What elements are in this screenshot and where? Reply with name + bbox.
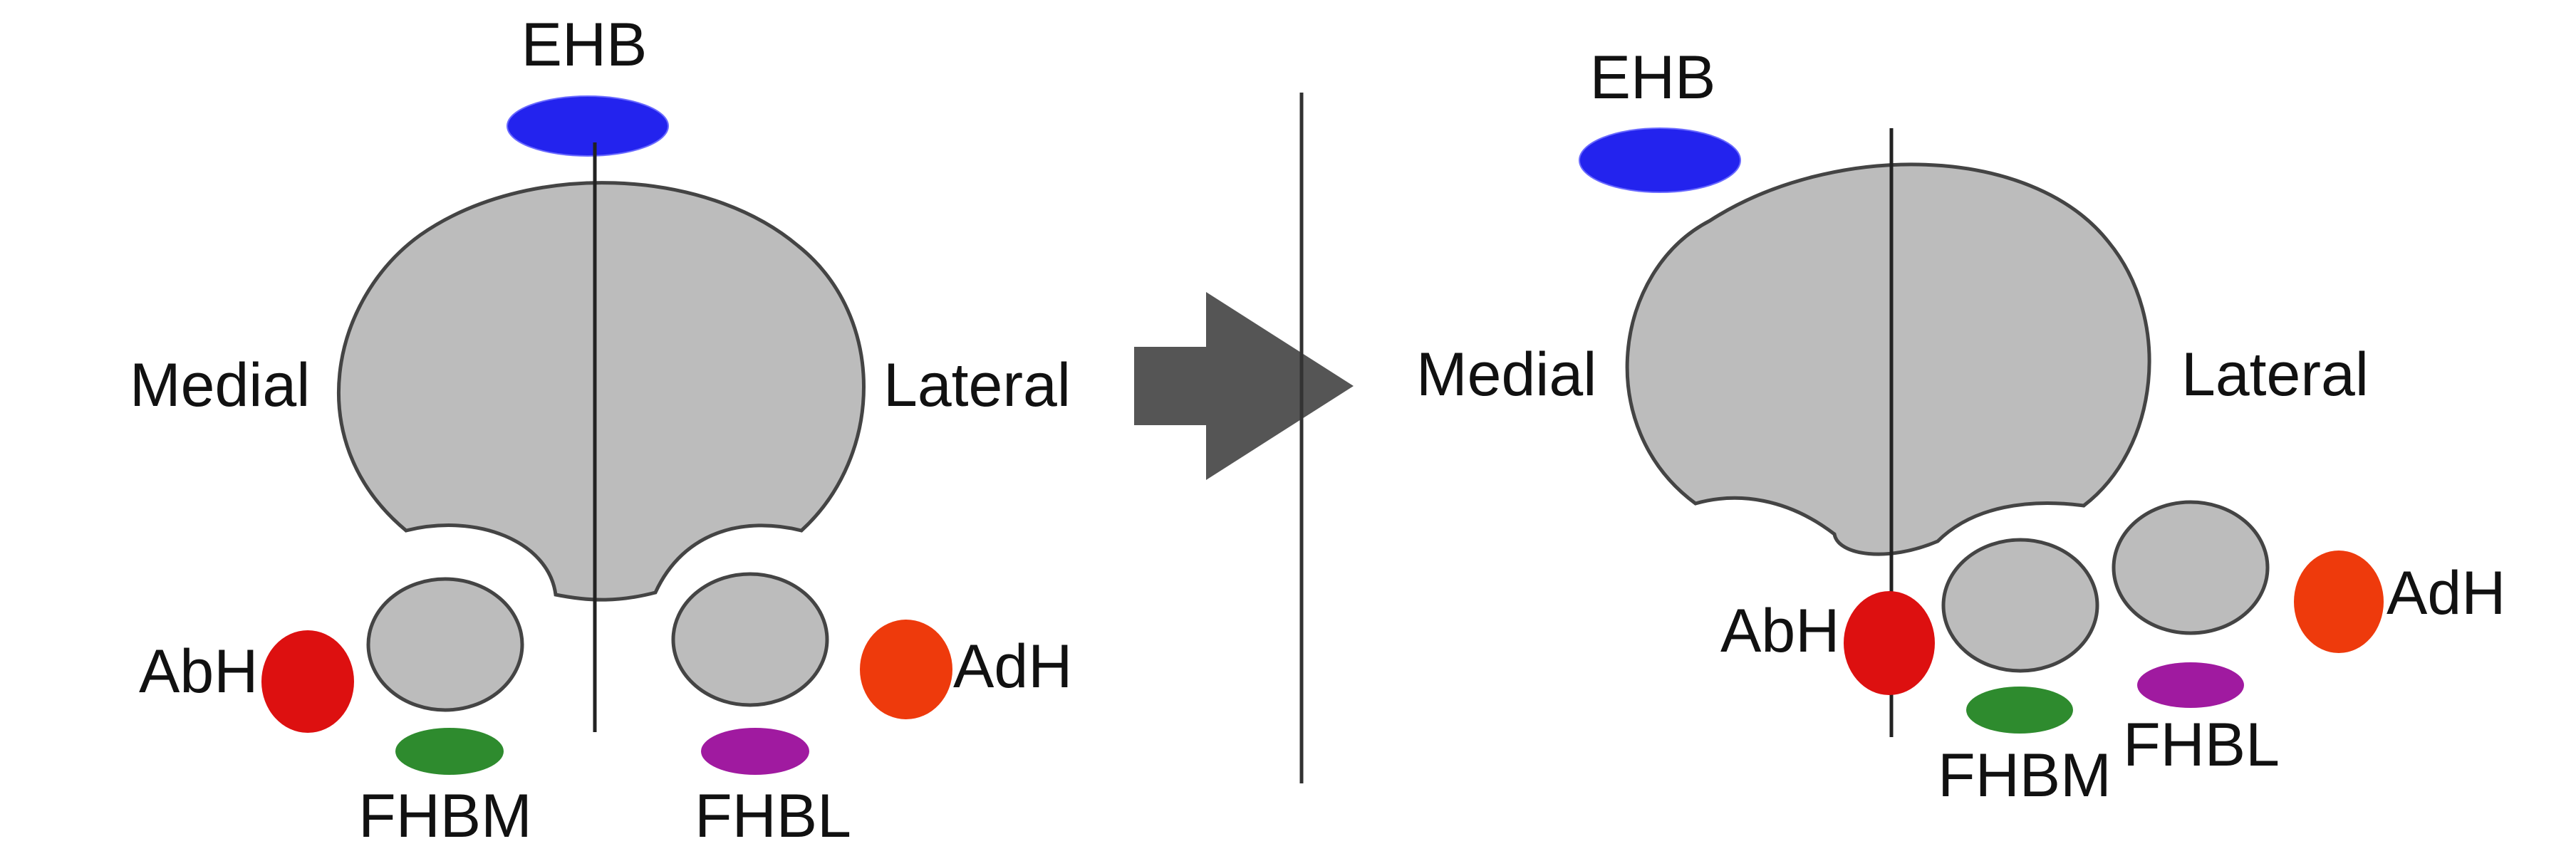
transition-arrow [1134, 292, 1354, 480]
left-lateral-label: Lateral [883, 351, 1071, 419]
right-metatarsal-head [1625, 162, 2151, 556]
left-adh-label: AdH [953, 632, 1072, 701]
left-fhbl-muscle [701, 728, 809, 775]
left-fhbm-muscle [395, 728, 504, 775]
left-metatarsal-head [337, 181, 866, 602]
left-abh-muscle [261, 630, 354, 733]
right-medial-sesamoid [1941, 538, 2099, 673]
left-medial-label-box [82, 335, 328, 442]
left-medial-sesamoid [366, 577, 524, 712]
left-adh-muscle [860, 620, 952, 719]
right-abh-label: AbH [1720, 597, 1839, 665]
right-adh-muscle [2294, 551, 2384, 653]
left-fhbl-label: FHBL [695, 782, 851, 850]
left-lateral-sesamoid [671, 572, 829, 707]
right-adh-label: AdH [2387, 559, 2505, 627]
right-abh-muscle [1844, 591, 1935, 695]
right-lateral-label: Lateral [2181, 340, 2369, 409]
right-medial-label-box [1396, 329, 1631, 436]
right-fhbm-label: FHBM [1938, 741, 2112, 810]
left-medial-label: Medial [130, 351, 310, 419]
right-fhbl-label: FHBL [2123, 711, 2280, 779]
right-fhbm-muscle [1966, 687, 2073, 734]
left-fhbm-label: FHBM [358, 782, 532, 850]
left-ehb-label: EHB [521, 11, 648, 79]
left-lateral-label-box [873, 335, 1108, 442]
right-ehb-label: EHB [1590, 43, 1716, 112]
left-ehb-muscle [507, 95, 669, 157]
right-fhbl-muscle [2137, 662, 2244, 708]
right-medial-label: Medial [1416, 340, 1596, 409]
left-abh-label: AbH [139, 637, 258, 706]
right-lateral-label-box [2151, 324, 2397, 431]
right-lateral-sesamoid [2112, 500, 2270, 635]
left-panel: EHB Medial Lateral AbH AdH FHBM FHBL [82, 11, 1108, 850]
right-panel: EHB Medial Lateral AbH AdH FHBM FHBL [1396, 43, 2505, 810]
right-ehb-muscle [1579, 127, 1741, 193]
